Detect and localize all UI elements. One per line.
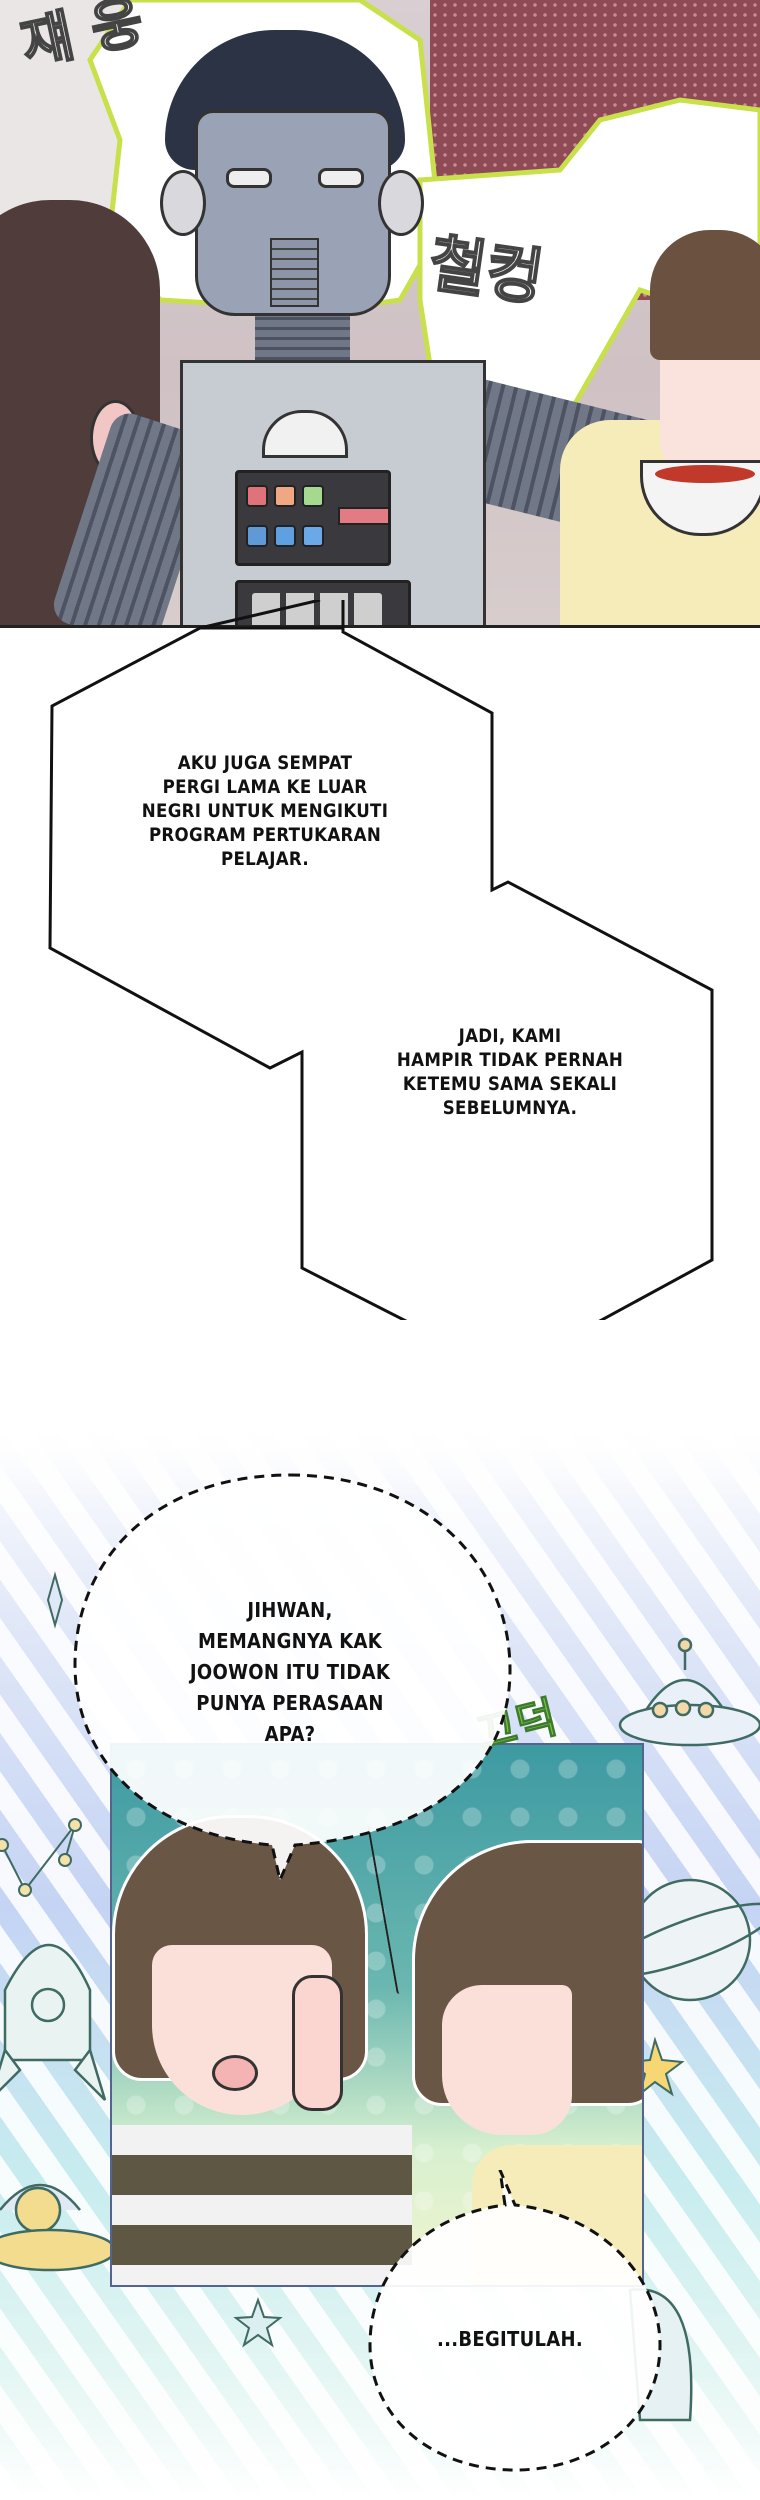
robot-head [195, 110, 391, 316]
kid-right-hair [650, 230, 760, 360]
robot-ear-left [160, 170, 206, 236]
robot-slider [338, 507, 390, 525]
robot-button-green [302, 485, 324, 507]
panel-robot-scene: 쟤 웅 철컹 [0, 0, 760, 628]
robot-neck [255, 310, 350, 365]
hex-bubbles [48, 600, 714, 1320]
robot-keys [252, 593, 382, 625]
boy-left-striped-sweater [112, 2125, 412, 2285]
speech-bubble-dashed-1: JIHWAN, MEMANGNYA KAK JOOWON ITU TIDAK P… [189, 1598, 391, 1746]
robot-button-red [246, 485, 268, 507]
robot-mouth-grille [270, 238, 319, 307]
robot-keypad [235, 580, 411, 625]
boy-left-mouth [212, 2055, 258, 2091]
speech-bubble-dashed-2: ...BEGITULAH. [436, 2327, 584, 2351]
boy-right-face [442, 1985, 572, 2135]
background-fade [0, 1420, 760, 1500]
robot-button-blue-2 [274, 525, 296, 547]
speech-bubble-hex-2: JADI, KAMI HAMPIR TIDAK PERNAH KETEMU SA… [396, 1026, 624, 1119]
panel-two-boys [110, 1743, 644, 2287]
robot-ear-right [378, 170, 424, 236]
boy-left-hand [292, 1975, 343, 2111]
speech-bubble-hex-1: AKU JUGA SEMPAT PERGI LAMA KE LUAR NEGRI… [141, 753, 389, 870]
dashed-bubble-1-shape [73, 1473, 512, 1880]
sfx-text-2: 철컹 [424, 225, 549, 315]
robot-eye-right [318, 168, 364, 188]
dashed-bubble-2-shape [368, 2170, 662, 2472]
robot-button-blue-1 [246, 525, 268, 547]
bowl-soup [655, 465, 755, 483]
robot-button-blue-3 [302, 525, 324, 547]
robot-control-panel [235, 470, 391, 566]
robot-eye-left [226, 168, 272, 188]
robot-button-orange [274, 485, 296, 507]
